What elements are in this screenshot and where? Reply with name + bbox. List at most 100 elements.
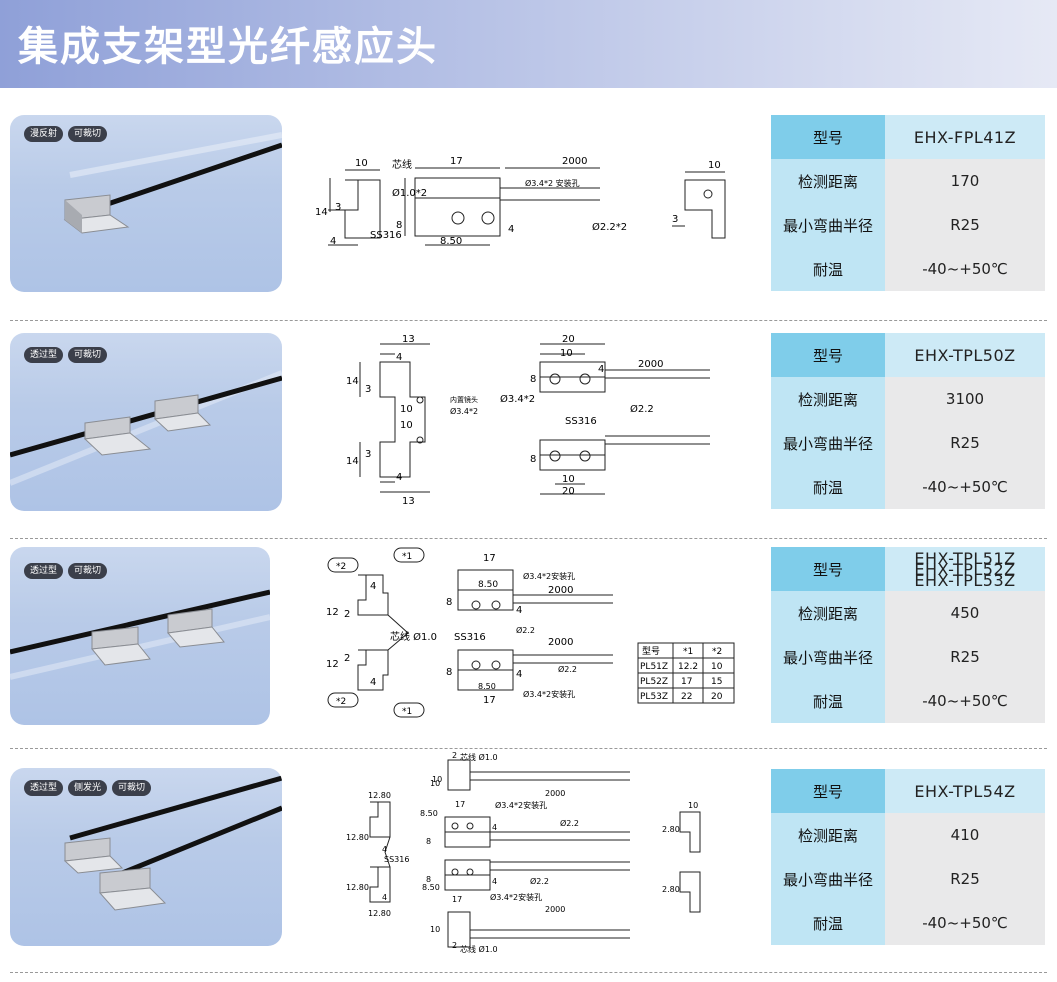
dim-label: 10 — [430, 925, 440, 934]
dim-label: 17 — [483, 553, 496, 564]
model-values: EHX-TPL51Z EHX-TPL52Z EHX-TPL53Z — [885, 547, 1045, 591]
dim-label: 12.80 — [346, 883, 369, 892]
spec-key: 型号 — [771, 547, 885, 591]
dim-label: 10 — [562, 474, 575, 485]
bend-value: R25 — [885, 203, 1045, 247]
dim-label: 8 — [530, 454, 536, 465]
divider — [10, 538, 1047, 539]
spec-key: 检测距离 — [771, 159, 885, 203]
dim-label: 20 — [562, 486, 575, 497]
dim-label: 2 — [344, 653, 350, 664]
page-title: 集成支架型光纤感应头 — [18, 24, 438, 70]
spec-key: 耐温 — [771, 679, 885, 723]
dim-label: 8.50 — [478, 580, 498, 590]
dim-label: 8 — [530, 374, 536, 385]
hole-label: Ø3.4*2安装孔 — [523, 571, 575, 581]
model-value: EHX-FPL41Z — [885, 115, 1045, 159]
core-label: 芯线 — [392, 158, 412, 171]
fiber-label: Ø2.2 — [630, 403, 654, 415]
size-table-cell: 12.2 — [678, 662, 698, 672]
dim-label: 20 — [562, 334, 575, 345]
size-table-cell: 17 — [681, 677, 692, 687]
fiber-label: Ø2.2*2 — [592, 221, 627, 233]
dim-label: 8 — [426, 875, 431, 884]
dim-label: 2.80 — [662, 885, 680, 894]
divider — [10, 972, 1047, 973]
dim-label: 4 — [396, 352, 402, 363]
size-table-head: 型号 — [642, 646, 660, 657]
dim-label: 3 — [335, 202, 341, 213]
divider — [10, 748, 1047, 749]
dim-label: 17 — [450, 156, 463, 167]
dim-label: 10 — [400, 404, 413, 415]
dim-label: 3 — [365, 384, 371, 395]
spec-key: 检测距离 — [771, 377, 885, 421]
material-label: SS316 — [370, 230, 402, 241]
dim-label: 2000 — [548, 585, 573, 596]
dim-label: 4 — [382, 845, 387, 854]
size-table-cell: PL52Z — [640, 677, 668, 687]
material-label: SS316 — [384, 855, 409, 864]
hole-label: Ø3.4*2 — [500, 393, 535, 405]
star1-tag: *1 — [402, 552, 412, 562]
material-label: SS316 — [565, 416, 597, 427]
dim-label: 10 — [430, 779, 440, 788]
distance-value: 170 — [885, 159, 1045, 203]
dim-label: 2 — [344, 609, 350, 620]
model-value: EHX-TPL54Z — [885, 769, 1045, 813]
core-label: 芯线 Ø1.0 — [460, 752, 498, 762]
dim-label: 2 — [452, 941, 457, 950]
spec-table-3: 型号 EHX-TPL51Z EHX-TPL52Z EHX-TPL53Z 检测距离… — [771, 547, 1045, 723]
product-photo-4 — [10, 768, 282, 946]
sensor-render-1 — [63, 132, 282, 234]
core-label: 芯线 Ø1.0 — [460, 944, 498, 954]
bend-value: R25 — [885, 857, 1045, 901]
temp-value: -40~+50℃ — [885, 465, 1045, 509]
dim-label: 4 — [370, 677, 376, 688]
tag-list-2: 透过型 可裁切 — [24, 347, 108, 363]
spec-key: 检测距离 — [771, 813, 885, 857]
spec-key: 检测距离 — [771, 591, 885, 635]
sensor-render-3 — [10, 589, 270, 680]
page-header: 集成支架型光纤感应头 — [0, 0, 1057, 88]
size-table-cell: 15 — [711, 677, 722, 687]
model-value: EHX-TPL51Z — [914, 548, 1016, 568]
dim-label: 8 — [396, 220, 402, 231]
dim-label: 4 — [370, 581, 376, 592]
dim-label: 8.50 — [422, 883, 440, 892]
dim-label: 8 — [446, 667, 452, 678]
fiber-label: Ø2.2 — [560, 818, 579, 828]
dim-label: 10 — [688, 801, 698, 810]
dimension-drawing-1: 10 14 3 4 17 2000 8 8.50 4 10 3 芯线 Ø1.0*… — [315, 156, 726, 247]
dim-label: 10 — [708, 160, 721, 171]
spec-key: 最小弯曲半径 — [771, 635, 885, 679]
dim-label: 4 — [598, 364, 604, 375]
tag: 漫反射 — [24, 126, 64, 142]
size-table-cell: PL51Z — [640, 662, 668, 672]
dimension-drawing-2: 13 4 14 3 10 10 14 3 4 13 20 10 2000 4 8… — [346, 334, 710, 507]
material-label: SS316 — [454, 632, 486, 643]
distance-value: 450 — [885, 591, 1045, 635]
hole-label: Ø3.4*2安装孔 — [495, 800, 547, 810]
bend-value: R25 — [885, 421, 1045, 465]
fiber-label: Ø2.2 — [516, 625, 535, 635]
fiber-label: Ø2.2 — [558, 664, 577, 674]
dim-label: 12 — [326, 607, 339, 618]
tag: 透过型 — [24, 563, 64, 579]
dimension-drawing-4: 12.80 12.80 4 12.80 4 12.80 2 10 2000 17… — [346, 752, 701, 954]
hole-label: Ø3.4*2安装孔 — [523, 689, 575, 699]
dim-label: 12.80 — [368, 909, 391, 918]
core-diameter: Ø1.0*2 — [392, 187, 427, 199]
dim-label: 3 — [365, 449, 371, 460]
dim-label: 17 — [452, 895, 462, 904]
size-table-cell: PL53Z — [640, 692, 668, 702]
dim-label: 8 — [446, 597, 452, 608]
model-value: EHX-TPL53Z — [914, 570, 1016, 590]
tag: 透过型 — [24, 780, 64, 796]
dim-label: 17 — [455, 800, 465, 809]
dim-label: 4 — [492, 823, 497, 832]
spec-key: 型号 — [771, 115, 885, 159]
